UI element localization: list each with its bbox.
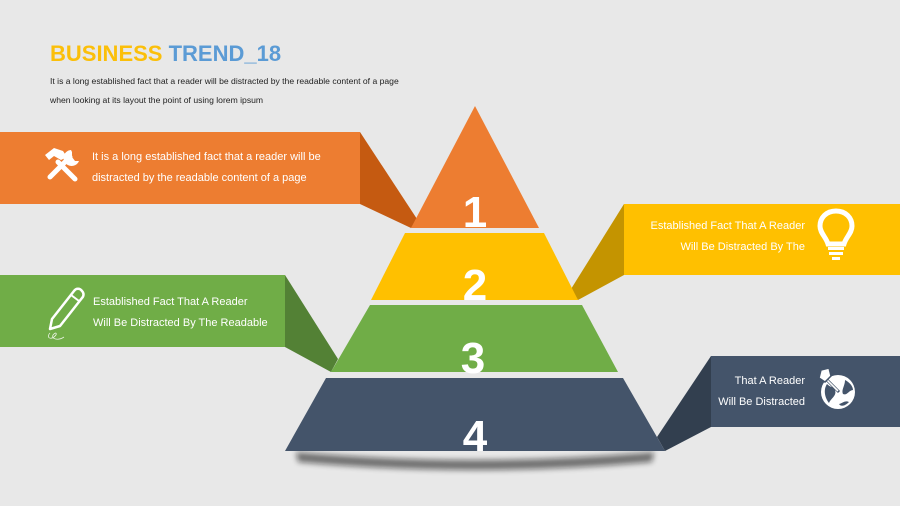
banner-3-line-2: Will Be Distracted By The Readable bbox=[93, 317, 268, 329]
banner-2-line-1: Established Fact That A Reader bbox=[650, 220, 806, 232]
banner-1-line-1: It is a long established fact that a rea… bbox=[92, 151, 321, 163]
banner-4-bg bbox=[711, 356, 900, 427]
pyramid-level-1 bbox=[411, 106, 539, 228]
level-3-number: 3 bbox=[460, 334, 486, 383]
banner-3-line-1: Established Fact That A Reader bbox=[93, 296, 248, 308]
pyramid-shadow bbox=[296, 452, 654, 470]
page-subtitle: It is a long established fact that a rea… bbox=[50, 72, 450, 110]
pyramid-level-3 bbox=[331, 305, 618, 372]
banner-4-text: That A Reader Will Be Distracted bbox=[680, 371, 805, 413]
banner-1-fold bbox=[360, 132, 417, 228]
banner-4-fold bbox=[657, 356, 711, 451]
banner-2-fold bbox=[571, 204, 624, 300]
banner-2-bg bbox=[624, 204, 900, 275]
pyramid-level-4 bbox=[285, 378, 665, 451]
pyramid-level-2 bbox=[371, 233, 578, 300]
page-title: BUSINESS TREND_18 bbox=[50, 41, 281, 67]
banner-4-line-1: That A Reader bbox=[734, 375, 805, 387]
banner-2-text: Established Fact That A Reader Will Be D… bbox=[600, 216, 806, 258]
tools-icon bbox=[45, 148, 79, 182]
title-part-1: BUSINESS bbox=[50, 41, 163, 66]
level-1-number: 1 bbox=[462, 188, 488, 237]
subtitle-line-1: It is a long established fact that a rea… bbox=[50, 76, 399, 86]
subtitle-line-2: when looking at its layout the point of … bbox=[50, 95, 264, 105]
pencil-icon bbox=[47, 287, 85, 340]
globe-pin-icon bbox=[818, 367, 855, 409]
banner-1-text: It is a long established fact that a rea… bbox=[92, 147, 321, 189]
title-part-2: TREND_18 bbox=[168, 41, 282, 66]
banner-2-line-2: Will Be Distracted By The bbox=[680, 241, 805, 253]
banner-3-text: Established Fact That A Reader Will Be D… bbox=[93, 292, 268, 334]
banner-3-bg bbox=[0, 275, 285, 347]
lightbulb-icon bbox=[817, 208, 855, 260]
level-4-number: 4 bbox=[462, 412, 488, 461]
level-2-number: 2 bbox=[462, 261, 488, 310]
banner-4-line-2: Will Be Distracted bbox=[718, 396, 805, 408]
banner-1-line-2: distracted by the readable content of a … bbox=[92, 172, 307, 184]
banner-3-fold bbox=[285, 275, 338, 372]
